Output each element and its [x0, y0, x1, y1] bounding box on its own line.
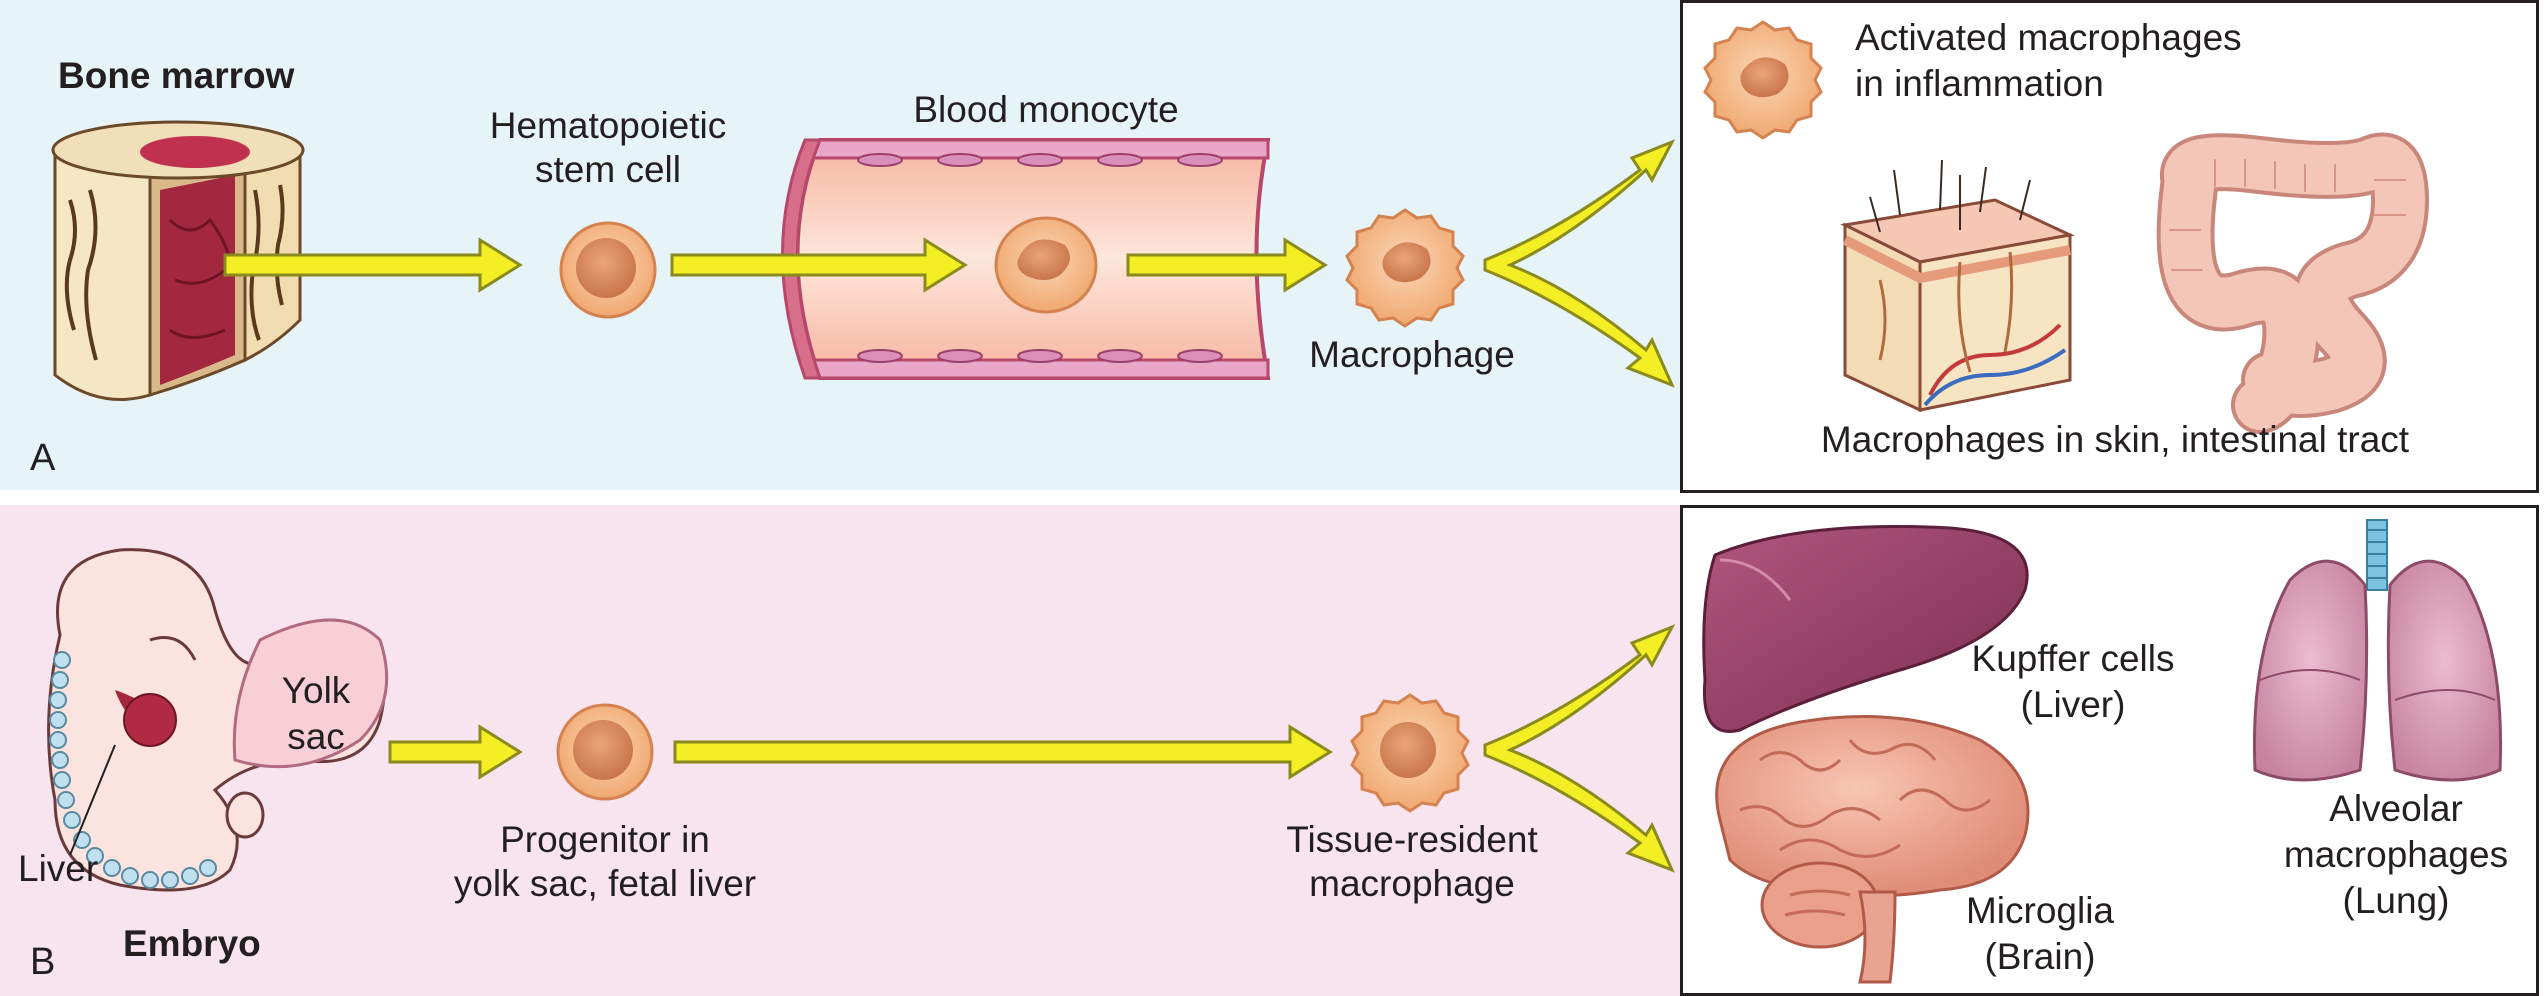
bone-marrow-label: Bone marrow	[58, 55, 295, 96]
progenitor-cell-icon	[556, 703, 654, 801]
macrophage-cell-icon	[1345, 208, 1465, 328]
progenitor-label-line1: Progenitor in	[500, 819, 710, 860]
alveolar-label-line2: macrophages	[2283, 834, 2509, 875]
embryo-liver-label: Liver	[18, 848, 99, 889]
stem-cell-icon	[559, 221, 657, 319]
macrophage-label: Macrophage	[1309, 334, 1515, 375]
embryo-illustration	[47, 548, 389, 892]
alveolar-label-line3: (Lung)	[2342, 880, 2450, 921]
yolk-sac-label-line2: sac	[287, 716, 345, 757]
lungs-illustration	[2252, 519, 2503, 782]
embryo-label: Embryo	[123, 923, 261, 964]
yolk-sac-label-line1: Yolk	[281, 670, 351, 711]
kupffer-cells-label-line2: (Liver)	[2020, 684, 2126, 725]
activated-macrophage-cell-icon	[1703, 20, 1823, 140]
tissue-resident-label-line2: macrophage	[1309, 863, 1515, 904]
branch-arrow-macrophage	[1483, 139, 1676, 388]
tissue-resident-macrophage-icon	[1350, 693, 1470, 813]
panel-a-letter: A	[30, 437, 56, 479]
monocyte-cell-icon	[994, 216, 1098, 314]
stem-cell-label-line1: Hematopoietic	[489, 105, 727, 146]
blood-monocyte-label: Blood monocyte	[913, 89, 1179, 130]
brain-illustration	[1715, 714, 2030, 984]
arrow-stem-cell-to-monocyte	[670, 237, 968, 293]
stem-cell-label-line2: stem cell	[535, 149, 681, 190]
arrow-progenitor-to-tissue-macrophage	[673, 724, 1333, 780]
panel-b-letter: B	[30, 941, 56, 983]
microglia-label-line1: Microglia	[1965, 890, 2115, 931]
liver-organ-illustration	[1702, 525, 2029, 733]
tissue-resident-label-line1: Tissue-resident	[1286, 819, 1538, 860]
skin-illustration	[1840, 159, 2075, 413]
branch-arrow-tissue-macrophage	[1483, 624, 1676, 873]
arrow-embryo-to-progenitor	[388, 724, 523, 780]
progenitor-label-line2: yolk sac, fetal liver	[453, 863, 757, 904]
activated-macrophages-label-line1: Activated macrophages	[1855, 17, 2242, 58]
alveolar-label-line1: Alveolar	[2329, 788, 2463, 829]
arrow-monocyte-to-macrophage	[1126, 237, 1328, 293]
skin-intestine-macrophages-label: Macrophages in skin, intestinal tract	[1820, 419, 2410, 460]
liver-pointer-line	[69, 744, 116, 856]
microglia-label-line2: (Brain)	[1984, 936, 2096, 977]
intestine-illustration	[2156, 132, 2430, 434]
kupffer-cells-label-line1: Kupffer cells	[1971, 638, 2175, 679]
activated-macrophages-label-line2: in inflammation	[1855, 63, 2104, 104]
arrow-marrow-to-stem-cell	[223, 237, 523, 293]
